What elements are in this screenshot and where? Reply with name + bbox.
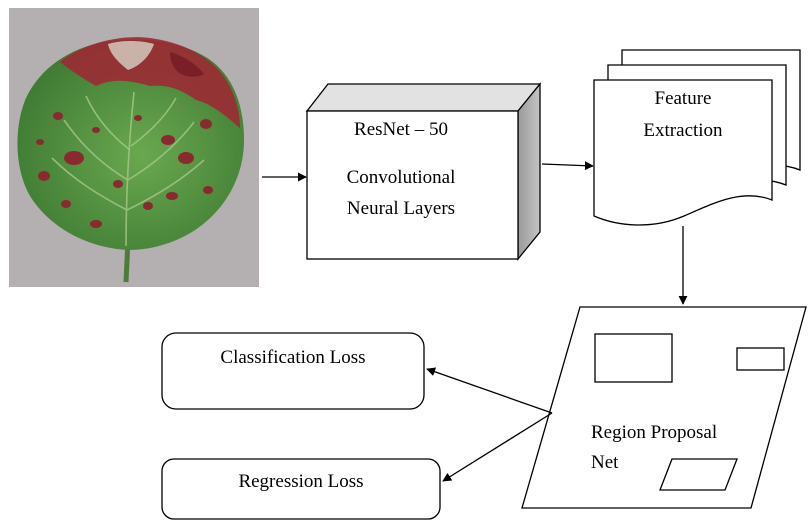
- arrow-rpn-to-classification: [426, 367, 553, 414]
- arrow-rpn-to-regression: [442, 412, 553, 482]
- regression-loss-box: Regression Loss: [161, 458, 441, 520]
- feature-extraction-block: Feature Extraction: [593, 49, 801, 226]
- classification-loss-box: Classification Loss: [161, 332, 425, 410]
- classification-loss-label: Classification Loss: [220, 347, 365, 368]
- rpn-block: Region Proposal Net: [521, 306, 807, 509]
- rpn-label-line1: Region Proposal: [591, 422, 717, 443]
- proposal-box-skewed: [659, 458, 738, 491]
- cnn-block: ResNet – 50 Convolutional Neural Layers: [305, 82, 542, 261]
- cnn-title: ResNet – 50: [354, 119, 448, 140]
- arrow-cnn-to-features: [541, 161, 594, 171]
- features-label-line2: Extraction: [643, 120, 723, 141]
- proposal-box-small: [736, 347, 785, 371]
- regression-loss-label: Regression Loss: [238, 471, 363, 492]
- proposal-box-large: [594, 333, 673, 383]
- leaf-image: [9, 8, 259, 287]
- cnn-label-line1: Convolutional: [347, 167, 456, 188]
- features-label-line1: Feature: [655, 88, 712, 109]
- rpn-label-line2: Net: [591, 452, 619, 473]
- cnn-label-line2: Neural Layers: [347, 198, 455, 219]
